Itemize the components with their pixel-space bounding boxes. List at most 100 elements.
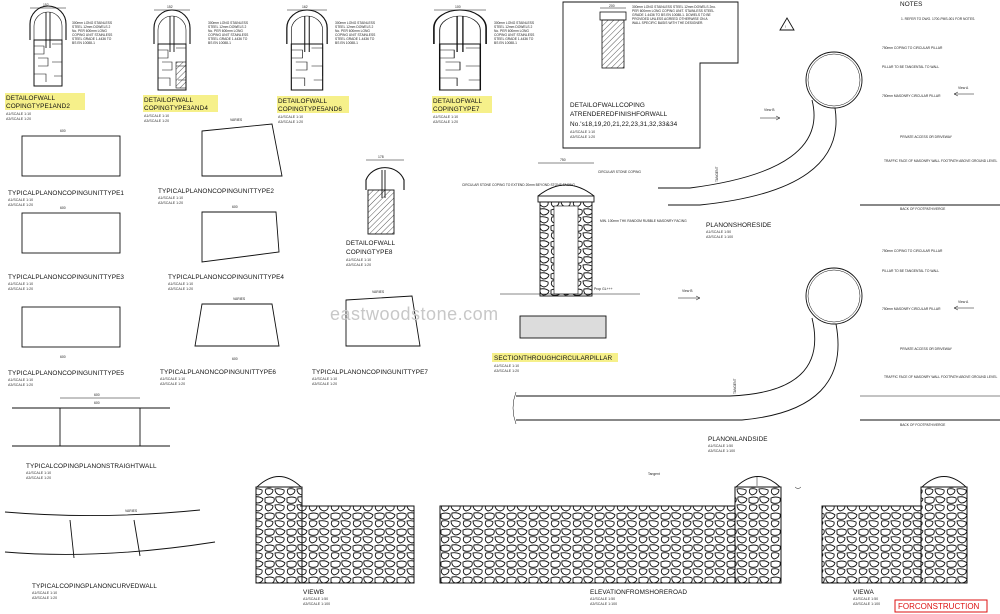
svg-text:A3/SCALE 1:100: A3/SCALE 1:100: [706, 235, 733, 239]
svg-text:VARIES: VARIES: [233, 297, 246, 301]
svg-text:600: 600: [60, 355, 66, 359]
svg-text:VIEWA: VIEWA: [853, 589, 874, 596]
svg-text:750: 750: [560, 158, 566, 162]
svg-text:VIEWB: VIEWB: [303, 589, 324, 596]
svg-text:!: !: [785, 25, 786, 29]
svg-text:View A: View A: [958, 300, 969, 304]
coping-label-1: DETAILOFWALL COPINGTYPE1AND2 A1/SCALE 1:…: [5, 93, 85, 121]
svg-text:A1/SCALE 1:50: A1/SCALE 1:50: [853, 597, 878, 601]
svg-text:A3/SCALE 1:20: A3/SCALE 1:20: [8, 287, 33, 291]
svg-text:A3/SCALE 1:20: A3/SCALE 1:20: [158, 201, 183, 205]
svg-text:TYPICALPLANONCOPINGUNITTYPE6: TYPICALPLANONCOPINGUNITTYPE6: [160, 369, 276, 376]
svg-text:MIN. 100mm THK RANDOM RUBBLE M: MIN. 100mm THK RANDOM RUBBLE MASONRY FAC…: [600, 219, 687, 223]
svg-text:A1/SCALE 1:50: A1/SCALE 1:50: [590, 597, 615, 601]
coping-1-dim: 152: [43, 3, 49, 7]
svg-text:A1/SCALE 1:10: A1/SCALE 1:10: [26, 471, 51, 475]
render-detail-note: 300mm LONG STAINLESS STEEL 12mm DOWELS 2…: [632, 5, 716, 25]
svg-text:A3/SCALE 1:20: A3/SCALE 1:20: [8, 203, 33, 207]
straight-wall-plan: 600 600 TYPICALCOPINGPLANONSTRAIGHTWALL …: [12, 393, 170, 480]
svg-text:TYPICALPLANONCOPINGUNITTYPE5: TYPICALPLANONCOPINGUNITTYPE5: [8, 370, 124, 377]
svg-text:TYPICALCOPINGPLANONCURVEDWALL: TYPICALCOPINGPLANONCURVEDWALL: [32, 583, 157, 590]
plan-unit-5: 600 TYPICALPLANONCOPINGUNITTYPE5 A1/SCAL…: [8, 306, 124, 387]
elevation-shore-road: Tangent ELEVATIONFROMSHOREROAD A1/SCALE …: [439, 472, 802, 606]
svg-text:View A: View A: [958, 86, 969, 90]
svg-text:TRAFFIC FACE OF MASONRY WALL F: TRAFFIC FACE OF MASONRY WALL FOOTPATH AB…: [884, 375, 997, 379]
coping-2-dim: 152: [167, 5, 173, 9]
svg-text:TYPICALPLANONCOPINGUNITTYPE4: TYPICALPLANONCOPINGUNITTYPE4: [168, 274, 284, 281]
svg-text:A3/SCALE 1:20: A3/SCALE 1:20: [160, 382, 185, 386]
svg-text:A3/SCALE 1:100: A3/SCALE 1:100: [853, 602, 880, 606]
svg-text:TANGENT: TANGENT: [715, 166, 719, 182]
svg-text:A1/SCALE 1:10: A1/SCALE 1:10: [6, 112, 31, 116]
svg-text:A3/SCALE 1:20: A3/SCALE 1:20: [144, 119, 169, 123]
svg-text:178: 178: [378, 155, 384, 159]
svg-text:600: 600: [60, 129, 66, 133]
svg-text:750mm MASONRY CIRCULAR PILLAR: 750mm MASONRY CIRCULAR PILLAR: [882, 94, 941, 98]
svg-text:A1/SCALE 1:10: A1/SCALE 1:10: [8, 282, 33, 286]
svg-text:DETAILOFWALL: DETAILOFWALL: [433, 98, 482, 105]
svg-text:Prop GL+++: Prop GL+++: [594, 287, 613, 291]
svg-text:VARIES: VARIES: [372, 290, 385, 294]
svg-text:A1/SCALE 1:10: A1/SCALE 1:10: [312, 377, 337, 381]
svg-text:A1/SCALE 1:50: A1/SCALE 1:50: [303, 597, 328, 601]
svg-text:600: 600: [60, 206, 66, 210]
svg-text:COPINGTYPE5AND6: COPINGTYPE5AND6: [278, 106, 342, 113]
svg-text:A3/SCALE 1:100: A3/SCALE 1:100: [590, 602, 617, 606]
coping-label-2: DETAILOFWALL COPINGTYPE3AND4 A1/SCALE 1:…: [143, 95, 218, 123]
svg-text:TRAFFIC FACE OF MASONRY WALL F: TRAFFIC FACE OF MASONRY WALL FOOTPATH AB…: [884, 159, 997, 163]
svg-text:A1/SCALE 1:10: A1/SCALE 1:10: [168, 282, 193, 286]
svg-text:ELEVATIONFROMSHOREROAD: ELEVATIONFROMSHOREROAD: [590, 589, 687, 596]
svg-text:A1/SCALE 1:10: A1/SCALE 1:10: [158, 196, 183, 200]
svg-text:600: 600: [232, 205, 238, 209]
render-coping-detail: 200 300mm LONG STAINLESS STEEL 12mm DOWE…: [562, 1, 739, 149]
svg-text:TYPICALCOPINGPLANONSTRAIGHTWAL: TYPICALCOPINGPLANONSTRAIGHTWALL: [26, 463, 157, 470]
plan-unit-3: 600 TYPICALPLANONCOPINGUNITTYPE3 A1/SCAL…: [8, 206, 124, 291]
svg-text:200: 200: [609, 4, 615, 8]
svg-text:PLANONLANDSIDE: PLANONLANDSIDE: [708, 436, 768, 443]
svg-text:A3/SCALE 1:20: A3/SCALE 1:20: [6, 117, 31, 121]
svg-text:View B: View B: [682, 289, 693, 293]
svg-text:View B: View B: [764, 108, 775, 112]
plan-unit-4: 600 TYPICALPLANONCOPINGUNITTYPE4 A1/SCAL…: [168, 205, 284, 291]
svg-text:A3/SCALE 1:20: A3/SCALE 1:20: [26, 476, 51, 480]
svg-text:ATRENDEREDFINISHFORWALL: ATRENDEREDFINISHFORWALL: [570, 111, 668, 118]
svg-text:COPINGTYPE1AND2: COPINGTYPE1AND2: [6, 103, 70, 110]
svg-text:A1/SCALE 1:10: A1/SCALE 1:10: [144, 114, 169, 118]
svg-text:COPINGTYPE3AND4: COPINGTYPE3AND4: [144, 105, 208, 112]
svg-text:BACK OF FOOTPATH/VERGE: BACK OF FOOTPATH/VERGE: [900, 207, 946, 211]
coping-4-dim: 100: [455, 5, 461, 9]
view-a-elevation: VIEWA A1/SCALE 1:50 A3/SCALE 1:100: [821, 476, 968, 606]
svg-text:A1/SCALE 1:50: A1/SCALE 1:50: [706, 230, 731, 234]
svg-text:BACK OF FOOTPATH/VERGE: BACK OF FOOTPATH/VERGE: [900, 423, 946, 427]
svg-text:A3/SCALE 1:20: A3/SCALE 1:20: [278, 120, 303, 124]
svg-text:DETAILOFWALL: DETAILOFWALL: [6, 95, 55, 102]
svg-text:A3/SCALE 1:20: A3/SCALE 1:20: [8, 383, 33, 387]
svg-text:No.'s18,19,20,21,22,23,31,32,3: No.'s18,19,20,21,22,23,31,32,33&34: [570, 121, 678, 128]
svg-text:A3/SCALE 1:20: A3/SCALE 1:20: [312, 382, 337, 386]
svg-text:750mm COPING TO CIRCULAR PILLA: 750mm COPING TO CIRCULAR PILLAR: [882, 249, 943, 253]
plan-unit-6: VARIES 600 TYPICALPLANONCOPINGUNITTYPE6 …: [160, 297, 280, 386]
watermark: eastwoodstone.com: [330, 304, 499, 324]
svg-text:TYPICALPLANONCOPINGUNITTYPE2: TYPICALPLANONCOPINGUNITTYPE2: [158, 188, 274, 195]
svg-text:A1/SCALE 1:10: A1/SCALE 1:10: [570, 130, 595, 134]
svg-text:A3/SCALE 1:100: A3/SCALE 1:100: [708, 449, 735, 453]
svg-text:A3/SCALE 1:20: A3/SCALE 1:20: [168, 287, 193, 291]
svg-text:TYPICALPLANONCOPINGUNITTYPE1: TYPICALPLANONCOPINGUNITTYPE1: [8, 190, 124, 197]
coping-section-8: 178 DETAILOFWALL COPINGTYPE8 A1/SCALE 1:…: [346, 155, 405, 267]
view-b-elevation: VIEWB A1/SCALE 1:50 A3/SCALE 1:100: [255, 476, 415, 606]
svg-text:Tangent: Tangent: [648, 472, 660, 476]
svg-text:750mm MASONRY CIRCULAR PILLAR: 750mm MASONRY CIRCULAR PILLAR: [882, 307, 941, 311]
svg-text:A1/SCALE 1:10: A1/SCALE 1:10: [494, 364, 519, 368]
plan-shoreside: View B View A 750mm COPING TO CIRCULAR P…: [658, 46, 1000, 239]
pillar-section: 750 CIRCULAR STONE COPING CIRCULAR STONE…: [462, 158, 687, 373]
svg-text:A3/SCALE 1:20: A3/SCALE 1:20: [494, 369, 519, 373]
svg-text:DETAILOFWALLCOPING: DETAILOFWALLCOPING: [570, 102, 645, 109]
coping-label-3: DETAILOFWALL COPINGTYPE5AND6 A1/SCALE 1:…: [277, 96, 349, 124]
svg-text:600: 600: [94, 393, 100, 397]
